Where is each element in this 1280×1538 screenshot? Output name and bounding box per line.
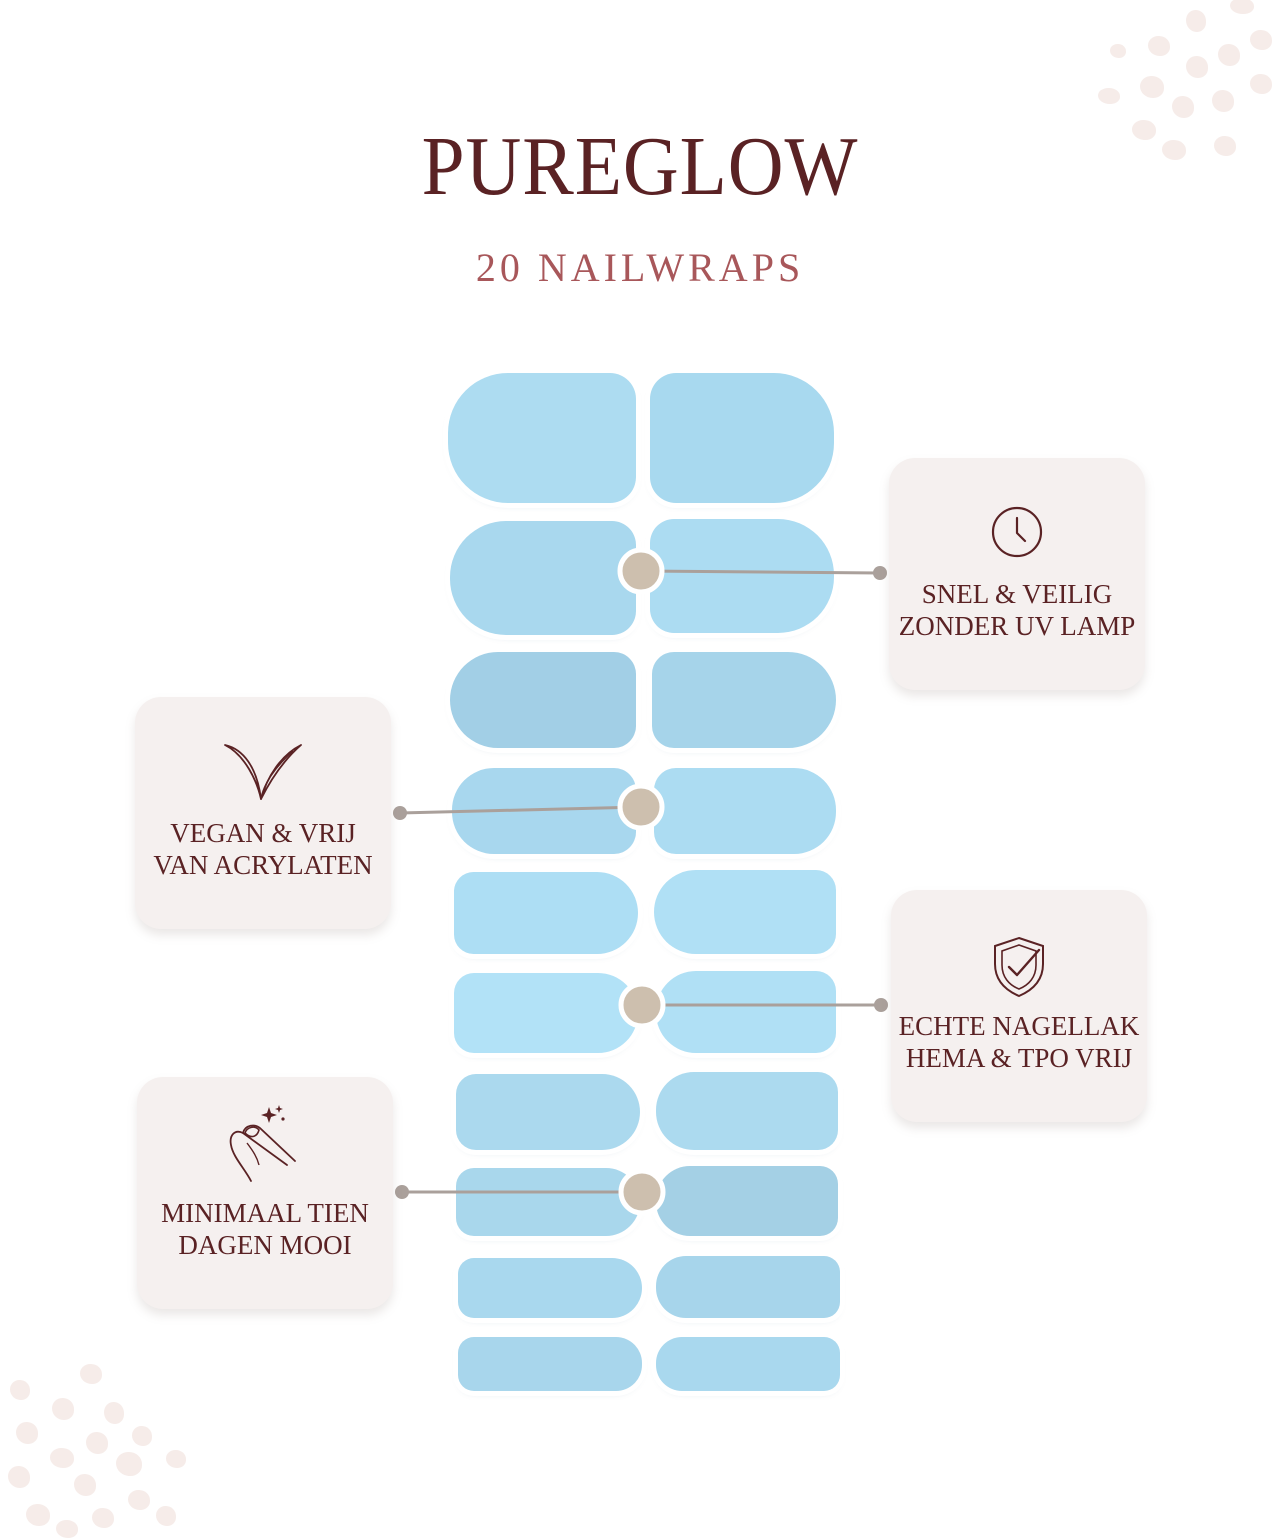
connector-end-dot [874,998,888,1012]
connector-node [617,547,665,595]
connector-node [618,1168,666,1216]
feature-card-real-polish: ECHTE NAGELLAK HEMA & TPO VRIJ [891,890,1147,1122]
nail-wrap [456,1168,640,1236]
nail-wrap [654,870,836,954]
nail-wrap [656,1337,840,1391]
nail-wrap [448,373,636,503]
feature-line-1: VEGAN & VRIJ [170,818,356,848]
decor-dots-top-right [1090,0,1280,170]
nail-wrap [458,1258,642,1318]
nail-wrap [650,519,834,633]
feature-card-uv-free: SNEL & VEILIG ZONDER UV LAMP [889,458,1145,690]
nail-wrap [650,373,834,503]
nail-wrap [458,1337,642,1391]
decor-dots-bottom-left [0,1356,200,1538]
nail-wrap [450,652,636,748]
clock-icon [889,502,1145,566]
feature-line-2: ZONDER UV LAMP [898,611,1136,641]
feature-line-2: HEMA & TPO VRIJ [905,1043,1133,1073]
feature-line-1: MINIMAAL TIEN [161,1198,369,1228]
connector-end-dot [395,1185,409,1199]
nail-wrap [652,652,836,748]
product-subtitle: 20 NAILWRAPS [475,245,805,290]
nail-wrap [450,521,636,635]
connector-end-dot [393,806,407,820]
feature-card-long-lasting: MINIMAAL TIEN DAGEN MOOI [137,1077,393,1309]
brand-title: PUREGLOW [421,120,859,213]
nail-wrap [454,872,638,954]
nail-wrap [656,1256,840,1318]
connector-node [618,981,666,1029]
feature-card-vegan: VEGAN & VRIJ VAN ACRYLATEN [135,697,391,929]
manicured-finger-icon [137,1103,393,1185]
leaf-icon [135,741,391,805]
nail-wrap [656,1072,838,1150]
nail-wrap [454,973,638,1053]
shield-check-icon [891,934,1147,998]
nail-wrap [656,971,836,1053]
feature-line-2: DAGEN MOOI [178,1230,352,1260]
connector-end-dot [873,566,887,580]
feature-line-1: ECHTE NAGELLAK [898,1011,1140,1041]
connector-node [617,783,665,831]
feature-line-2: VAN ACRYLATEN [153,850,373,880]
nail-wrap [456,1074,640,1150]
nail-wrap [654,768,836,854]
feature-line-1: SNEL & VEILIG [921,579,1113,609]
nail-wrap [656,1166,838,1236]
